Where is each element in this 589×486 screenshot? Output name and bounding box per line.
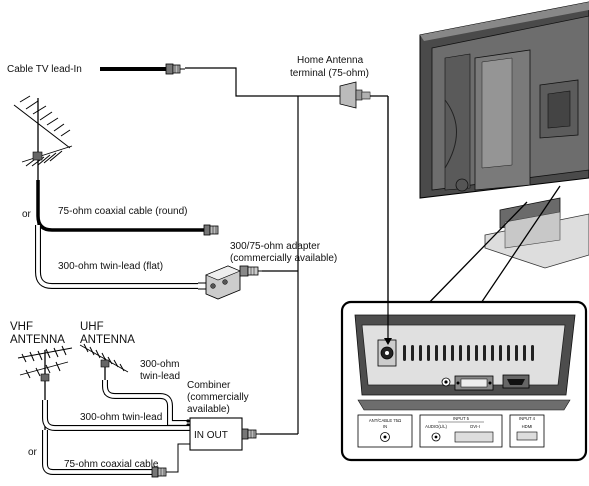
antenna-label-plate: ANT/CABLE 75Ω IN: [357, 414, 413, 448]
antenna-input-jack: [377, 339, 397, 367]
or-label-2: or: [28, 447, 38, 458]
input5-label: INPUT 5: [453, 416, 470, 421]
coax-round-label: 75-ohm coaxial cable (round): [58, 206, 188, 217]
combiner-label-1: Combiner: [187, 380, 231, 391]
uhf-label-2: ANTENNA: [80, 334, 135, 346]
input4-label-plate: INPUT 4 HDMI: [509, 414, 545, 448]
uhf-twin-lead: 300-ohm twin-lead: [102, 359, 190, 427]
twin-flat-label: 300-ohm twin-lead (flat): [58, 261, 163, 272]
f-connector-icon: [241, 428, 260, 440]
adapter-label-1: 300/75-ohm adapter: [230, 241, 321, 252]
twin-lead-flat-cable: 300-ohm twin-lead (flat): [35, 225, 206, 290]
audio-label: AUDIO(L/L): [425, 424, 447, 429]
combiner-label-3: available): [187, 404, 230, 415]
combiner-box: [189, 417, 243, 451]
hdmi-label: HDMI: [522, 424, 533, 429]
terminal-to-tv-lead: [384, 96, 392, 345]
home-antenna-label-2: terminal (75-ohm): [290, 68, 369, 79]
vhf-antenna: VHF ANTENNA: [10, 321, 73, 440]
combiner-label-2: (commercially: [187, 392, 249, 403]
audio-jack: [441, 377, 451, 387]
zoom-callout-wedge: [419, 185, 561, 313]
combiner: Combiner (commercially available) IN OUT: [187, 380, 260, 451]
cable-tv-label: Cable TV lead-In: [7, 64, 82, 75]
f-connector-icon: [165, 63, 185, 75]
ant-cable-label: ANT/CABLE 75Ω: [369, 418, 401, 423]
input4-label: INPUT 4: [519, 416, 536, 421]
vhf-label-2: ANTENNA: [10, 334, 65, 346]
wall-plate-icon: [339, 81, 371, 109]
hdmi-port: [502, 374, 530, 389]
adapter-icon: [205, 265, 262, 300]
adapter-label-2: (commercially available): [230, 253, 337, 264]
combiner-in-out-label: IN OUT: [194, 430, 228, 441]
dvi-label: DVI-I: [470, 424, 480, 429]
home-antenna-label-1: Home Antenna: [297, 55, 364, 66]
input5-label-plate: INPUT 5 AUDIO(L/L) DVI-I: [419, 414, 503, 448]
vhf-twin-lead: 300-ohm twin-lead: [42, 400, 190, 431]
ant-in-label: IN: [383, 424, 387, 429]
coax-75-label: 75-ohm coaxial cable: [64, 459, 159, 470]
f-connector-icon: [151, 466, 167, 478]
vent-slots: [403, 345, 534, 361]
f-connector-icon: [203, 224, 219, 236]
home-antenna-terminal: Home Antenna terminal (75-ohm): [290, 55, 371, 109]
cable-tv-lead-in: Cable TV lead-In: [7, 63, 185, 75]
connector-panel-zoom: ANT/CABLE 75Ω IN INPUT 5 AUDIO(L/L) DVI-…: [340, 300, 588, 462]
twin-vhf-label: 300-ohm twin-lead: [80, 412, 162, 423]
dvi-port: [454, 375, 494, 391]
tv-rear-view: [419, 1, 589, 269]
uhf-antenna: UHF ANTENNA: [79, 321, 135, 395]
adapter-300-75: 300/75-ohm adapter (commercially availab…: [205, 241, 337, 300]
vhf-coax-cable: or 75-ohm coaxial cable: [28, 430, 190, 478]
vhf-label-1: VHF: [10, 321, 33, 333]
coax-round-cable: or 75-ohm coaxial cable (round): [22, 180, 219, 236]
or-label-1: or: [22, 209, 32, 220]
twin-uhf-label-1: 300-ohm: [140, 359, 179, 370]
twin-uhf-label-2: twin-lead: [140, 371, 180, 382]
uhf-label-1: UHF: [80, 321, 104, 333]
